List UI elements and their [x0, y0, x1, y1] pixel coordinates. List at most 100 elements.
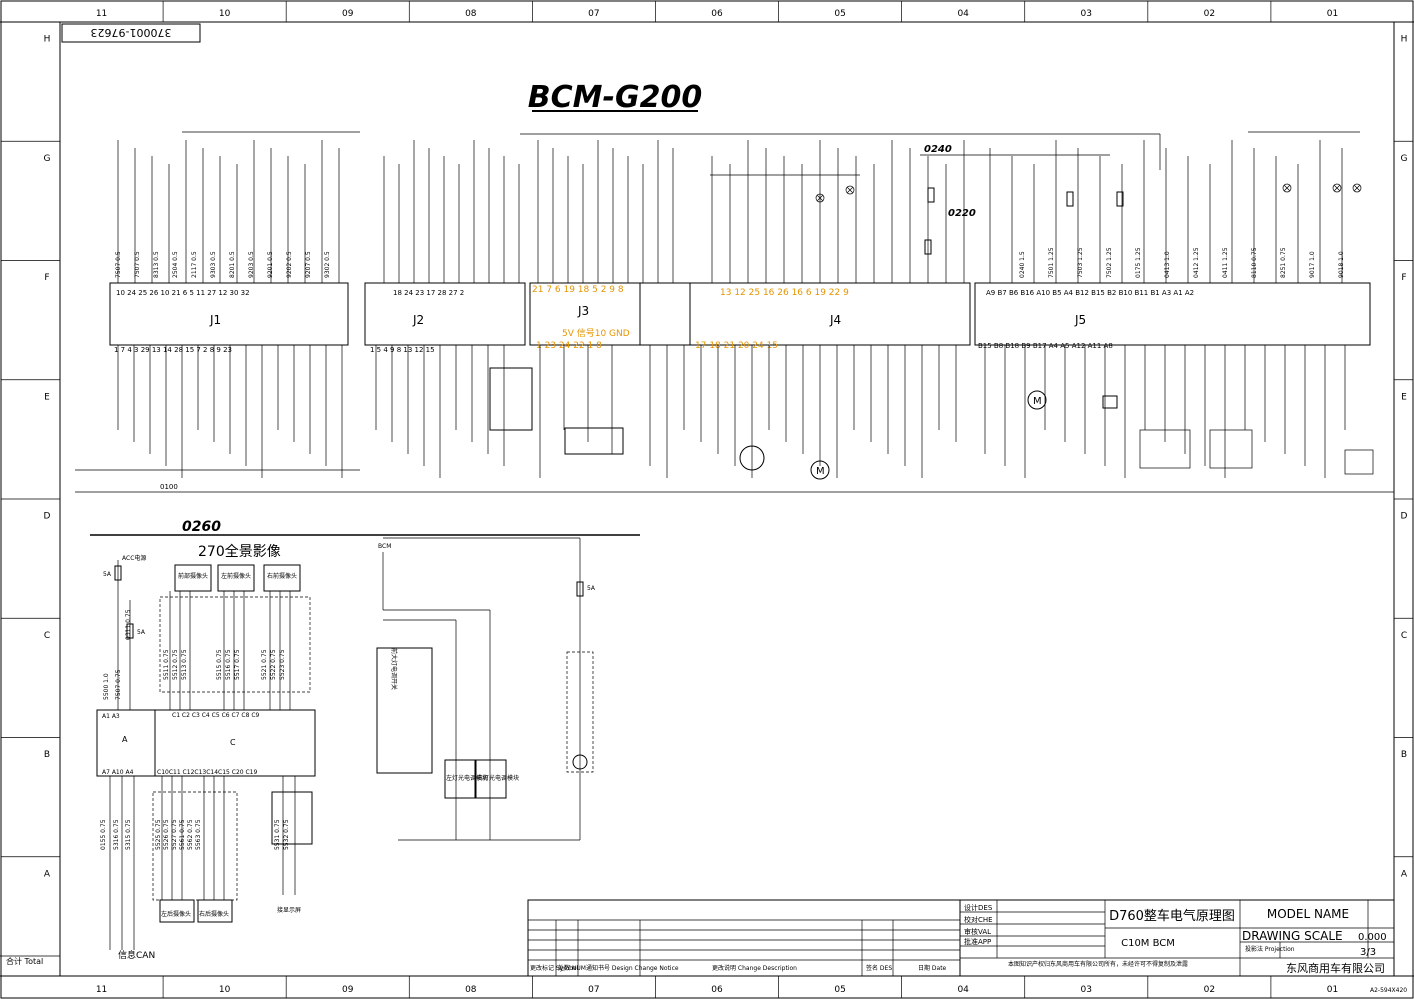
panorama-wire-label: 5517 0.75: [234, 649, 241, 680]
panorama-wire-label: 5316 0.75: [113, 819, 120, 850]
drawing-number-box: [61, 23, 201, 43]
left-front-camera-box: [217, 564, 255, 592]
lamp-symbols: [815, 183, 1362, 203]
wires-upper: [117, 140, 1343, 283]
j1-bottom-pins: 1 7 4 3 29 13 14 28 15 7 2 8 9 23: [114, 346, 232, 354]
right-front-camera-label: 右前摄像头: [267, 572, 297, 580]
tb-sheet: 3/3: [1360, 947, 1376, 958]
front-camera-label: 前部摄像头: [178, 572, 208, 580]
j1-wire-label: 8201 0.5: [229, 251, 236, 278]
headlamp-switch-box: [376, 647, 433, 774]
grid-col-top: 07: [588, 9, 599, 19]
j1-wire-label: 9203 0.5: [248, 251, 255, 278]
left-lamp-module: [444, 759, 476, 799]
tb-rev-date: 日期 Date: [918, 964, 947, 972]
section-0220: 0220: [948, 208, 976, 219]
grid-col-bottom: 09: [342, 985, 354, 995]
j1-wire-label: 8313 0.5: [153, 251, 160, 278]
tb-rev-symbol: 更改标记 Symbol: [530, 964, 579, 972]
grid-row-right: B: [1401, 750, 1407, 760]
headlamp-switch-label: 前大灯电调开关: [390, 648, 398, 690]
tb-approve: 批准APP: [964, 937, 991, 946]
j1-wire-label: 7507 0.5: [115, 251, 122, 278]
svg-text:5A: 5A: [137, 629, 146, 636]
panorama-wire-label: 0155 0.75: [100, 819, 107, 850]
grid-row-right: C: [1401, 631, 1407, 641]
svg-text:5A: 5A: [587, 585, 596, 592]
j1-wire-label: 7507 0.5: [134, 251, 141, 278]
sensor-box-1: [489, 367, 533, 431]
right-lamp-module-label: 右灯光电调模块: [477, 774, 519, 782]
j1-name: J1: [209, 313, 221, 327]
panorama-wire-label: 5512 0.75: [172, 649, 179, 680]
j3-top-pins: 21 7 6 19 18 5 2 9 8: [532, 285, 624, 295]
panorama-wire-label: 5500 1.0: [103, 673, 110, 700]
grid-row-left: D: [44, 512, 51, 522]
panorama-wire-label: 5525 0.75: [155, 819, 162, 850]
display-label: 接显示屏: [277, 906, 301, 914]
panorama-wire-label: 5522 0.75: [270, 649, 277, 680]
panorama-wire-label: 5513 0.75: [181, 649, 188, 680]
module-a-label: A: [122, 735, 128, 744]
rear-left-camera-label: 左后摄像头: [161, 910, 191, 918]
connector-j1: [109, 282, 349, 346]
section-0240: 0240: [924, 144, 952, 155]
tb-drawing-scale: DRAWING SCALE: [1242, 929, 1343, 943]
acc-power-label: ACC电源: [122, 554, 146, 562]
diagram-title: BCM-G200: [528, 80, 702, 115]
grid-col-top: 09: [342, 9, 354, 19]
j1-wire-label: 2504 0.5: [172, 251, 179, 278]
lamp-icon: [1282, 183, 1292, 193]
fuse-5a-label: 5A: [103, 571, 112, 578]
j5-wire-label: 0413 1.0: [1164, 251, 1171, 278]
j2-name: J2: [412, 313, 424, 327]
j3-power-labels: 5V 信号10 GND: [562, 327, 630, 339]
panorama-wire-label: 5562 0.75: [187, 819, 194, 850]
j1-wire-label: 2117 0.5: [191, 251, 198, 278]
grid-col-top: 08: [465, 9, 477, 19]
panorama-wire-label: 5531 0.75: [274, 819, 281, 850]
j1-wire-label: 9207 0.5: [305, 251, 312, 278]
j5-bottom-pins: B15 B8 B18 B9 B17 A4 A5 A12 A11 A8: [978, 342, 1113, 350]
j1-wire-labels: 7507 0.5 7507 0.5 8313 0.5 2504 0.5 2117 0.5…: [115, 251, 331, 278]
j5-wire-label: 9018 1.0: [1338, 251, 1345, 278]
module-c-label: C: [230, 738, 236, 747]
grid-col-bottom: 08: [465, 985, 477, 995]
grid-col-bottom: 07: [588, 985, 599, 995]
j5-wire-label: 0411 1.25: [1222, 247, 1229, 278]
svg-text:C1 C2 C3 C4 C5 C6 C7 C8 C9: C1 C2 C3 C4 C5 C6 C7 C8 C9: [172, 712, 260, 719]
grid-col-bottom: 03: [1081, 985, 1092, 995]
panorama-wire-label: 7507 0.75: [115, 669, 122, 700]
j5-wire-label: 0412 1.25: [1193, 247, 1200, 278]
j5-wire-label: 0175 1.25: [1135, 247, 1142, 278]
j2-bottom-pins: 1 5 4 9 8 13 12 15: [370, 346, 435, 354]
connector-j3: [529, 282, 691, 346]
grid-row-left: A: [44, 869, 51, 879]
j1-wire-label: 9202 0.5: [286, 251, 293, 278]
lamp-icon: [845, 185, 855, 195]
j5-top-pins: A9 B7 B6 B16 A10 B5 A4 B12 B15 B2 B10 B1…: [986, 289, 1194, 297]
panorama-wire-label: 5563 0.75: [195, 819, 202, 850]
tb-rev-sign: 签名 DES: [866, 964, 892, 972]
j5-wire-label: 9017 1.0: [1309, 251, 1316, 278]
panorama-wire-label: 5526 0.75: [163, 819, 170, 850]
tb-subtitle: C10M BCM: [1121, 938, 1175, 949]
total-label: 合计 Total: [6, 956, 43, 966]
panorama-wire-label: 5515 0.75: [216, 649, 223, 680]
grid-col-bottom: 04: [957, 985, 969, 995]
j2-top-pins: 18 24 23 17 28 27 2: [393, 289, 464, 297]
tb-check: 校对CHE: [964, 915, 993, 924]
grid-row-left: H: [44, 35, 51, 45]
grid-row-left: C: [44, 631, 50, 641]
connector-j4: [639, 282, 971, 346]
panorama-wire-label: 5561 0.75: [179, 819, 186, 850]
j5-wire-label: 8251 0.75: [1280, 247, 1287, 278]
svg-text:M: M: [816, 466, 825, 477]
drawing-number: 370001-97623: [91, 26, 172, 39]
j3-bottom-pins: 1 23 24 22 1 8: [536, 341, 602, 351]
panorama-wire-label: 5516 0.75: [225, 649, 232, 680]
inner-frame: [59, 21, 1395, 977]
